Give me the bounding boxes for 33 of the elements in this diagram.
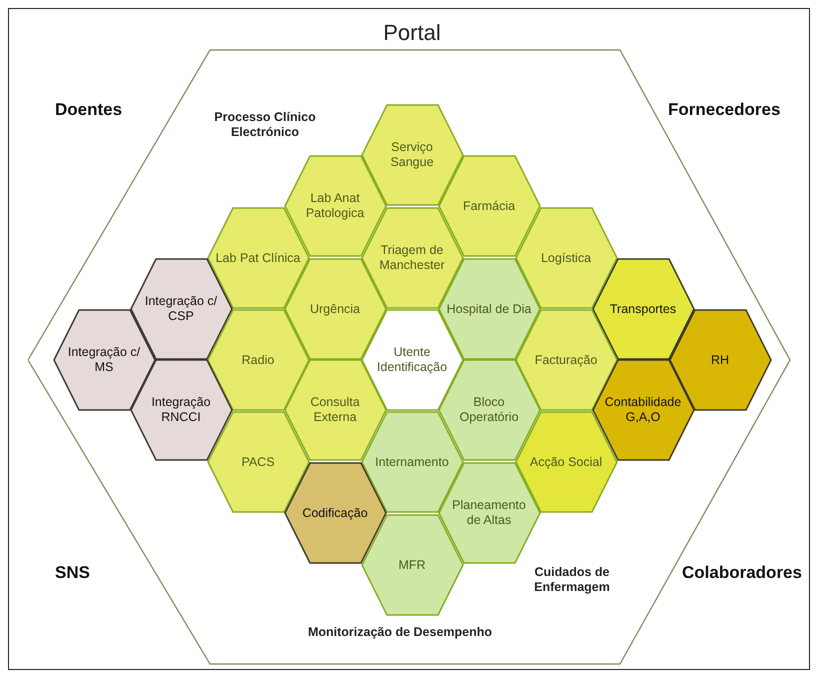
module-label: MFR bbox=[398, 558, 426, 572]
module-label: Utente Identificação bbox=[376, 345, 448, 375]
module-label: Radio bbox=[242, 352, 274, 368]
stakeholder-label: Fornecedores bbox=[668, 100, 780, 120]
module-label: Transportes bbox=[610, 302, 676, 316]
module-label: Hospital de Dia bbox=[446, 302, 532, 316]
module-label: Integração c/ MS bbox=[66, 345, 142, 375]
module-label: Contabilidade G,A,O bbox=[604, 395, 682, 425]
area-heading: Cuidados de Enfermagem bbox=[533, 565, 611, 595]
module-label: Integração RNCCI bbox=[150, 395, 212, 425]
module-label: Urgência bbox=[310, 302, 360, 316]
module-label: Serviço Sangue bbox=[389, 140, 435, 170]
module-label: PACS bbox=[241, 454, 275, 470]
module-label: Logística bbox=[540, 250, 592, 266]
module-label: Codificação bbox=[302, 506, 368, 520]
module-label: Internamento bbox=[375, 454, 449, 470]
module-label: Integração c/ CSP bbox=[144, 294, 218, 324]
portal-title: Portal bbox=[382, 20, 442, 46]
stakeholder-label: SNS bbox=[55, 563, 90, 583]
module-label: Lab Anat Patologica bbox=[304, 191, 366, 221]
module-label: Farmácia bbox=[462, 198, 516, 214]
module-label: Bloco Operatório bbox=[458, 395, 520, 425]
area-heading: Processo Clínico Electrónico bbox=[213, 110, 317, 140]
module-label: Consulta Externa bbox=[309, 395, 361, 425]
module-label: Planeamento de Altas bbox=[451, 498, 527, 528]
stakeholder-label: Colaboradores bbox=[682, 563, 802, 583]
module-label: Acção Social bbox=[530, 454, 602, 470]
area-heading: Monitorização de Desempenho bbox=[306, 625, 494, 640]
module-label: RH bbox=[710, 352, 730, 368]
stakeholder-label: Doentes bbox=[55, 100, 122, 120]
module-label: Facturação bbox=[534, 352, 598, 368]
module-label: Lab Pat Clínica bbox=[216, 250, 300, 266]
module-label: Triagem de Manchester bbox=[378, 243, 446, 273]
